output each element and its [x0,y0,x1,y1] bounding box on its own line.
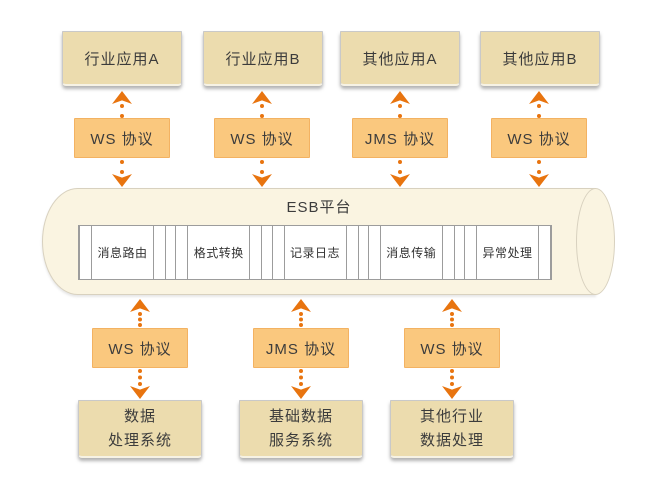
system-label-line1: 数据 [123,408,156,426]
system-box-label: 数据 处理系统 [108,405,172,452]
arrow-stem [398,104,402,118]
protocol-box-top-2: WS 协议 [214,118,310,158]
app-box-1: 行业应用A [62,31,182,86]
system-label-line2: 服务系统 [268,431,333,449]
system-box-data-processing: 数据 处理系统 [78,400,202,458]
arrow-down-icon [251,160,273,187]
app-box-3-label: 其他应用A [362,50,438,68]
system-label-line1: 其他行业 [419,408,484,426]
arrowhead-icon [390,91,410,104]
esb-platform-cylinder: ESB平台 消息路由 格式转换 记录日志 消息传输 异常处理 [42,188,615,295]
module-label: 消息传输 [386,246,437,260]
arrow-up-icon [290,299,312,327]
arrow-stem [450,369,454,386]
protocol-label: JMS 协议 [364,130,436,148]
arrow-up-icon [528,91,550,118]
arrowhead-icon [291,299,311,312]
arrow-stem [299,312,303,327]
esb-module-message-transport: 消息传输 [367,226,455,279]
arrow-down-icon [441,369,463,399]
arrow-down-icon [290,369,312,399]
arrow-down-icon [111,160,133,187]
esb-platform-title: ESB平台 [286,199,352,216]
arrow-up-icon [389,91,411,118]
arrow-stem [450,312,454,327]
arrow-up-icon [129,299,151,327]
arrowhead-icon [130,386,150,399]
system-label-line2: 数据处理 [419,431,484,449]
system-box-base-data-service: 基础数据 服务系统 [239,400,363,458]
arrow-up-icon [251,91,273,118]
system-label-line1: 基础数据 [268,408,333,426]
arrow-stem [138,312,142,327]
arrowhead-icon [442,299,462,312]
arrowhead-icon [252,91,272,104]
app-box-2-label: 行业应用B [225,50,301,68]
app-box-2: 行业应用B [203,31,323,86]
arrow-stem [537,104,541,118]
arrow-up-icon [441,299,463,327]
protocol-label: WS 协议 [230,130,294,148]
arrow-stem [260,104,264,118]
protocol-box-bottom-2: JMS 协议 [253,328,349,368]
arrowhead-icon [291,386,311,399]
protocol-box-bottom-3: WS 协议 [404,328,500,368]
system-box-label: 其他行业 数据处理 [420,405,484,452]
cylinder-end-cap [576,188,615,295]
protocol-label: WS 协议 [420,340,484,358]
arrow-down-icon [129,369,151,399]
protocol-box-top-4: WS 协议 [491,118,587,158]
system-box-other-industry-data: 其他行业 数据处理 [390,400,514,458]
esb-service-bus-bar: 消息路由 格式转换 记录日志 消息传输 异常处理 [78,225,552,280]
app-box-4-label: 其他应用B [502,50,578,68]
arrow-stem [120,160,124,174]
system-box-label: 基础数据 服务系统 [269,405,333,452]
arrow-down-icon [389,160,411,187]
protocol-box-bottom-1: WS 协议 [92,328,188,368]
arrowhead-icon [529,91,549,104]
arrow-down-icon [528,160,550,187]
protocol-label: WS 协议 [507,130,571,148]
protocol-box-top-3: JMS 协议 [352,118,448,158]
esb-module-logging: 记录日志 [271,226,359,279]
esb-module-format-conversion: 格式转换 [175,226,263,279]
arrowhead-icon [529,174,549,187]
protocol-label: WS 协议 [90,130,154,148]
arrow-stem [398,160,402,174]
arrowhead-icon [112,174,132,187]
arrowhead-icon [252,174,272,187]
arrow-stem [138,369,142,386]
arrowhead-icon [442,386,462,399]
protocol-label: WS 协议 [108,340,172,358]
module-label: 消息路由 [97,246,148,260]
module-label: 记录日志 [289,246,340,260]
app-box-4: 其他应用B [480,31,600,86]
system-label-line2: 处理系统 [107,431,172,449]
module-label: 异常处理 [482,246,533,260]
arrow-stem [299,369,303,386]
arrow-stem [120,104,124,118]
app-box-1-label: 行业应用A [84,50,160,68]
arrowhead-icon [390,174,410,187]
app-box-3: 其他应用A [340,31,460,86]
protocol-label: JMS 协议 [265,340,337,358]
esb-module-exception-handling: 异常处理 [464,226,551,279]
arrowhead-icon [130,299,150,312]
arrow-stem [260,160,264,174]
arrowhead-icon [112,91,132,104]
arrow-up-icon [111,91,133,118]
esb-module-message-routing: 消息路由 [79,226,166,279]
protocol-box-top-1: WS 协议 [74,118,170,158]
arrow-stem [537,160,541,174]
module-label: 格式转换 [193,246,244,260]
